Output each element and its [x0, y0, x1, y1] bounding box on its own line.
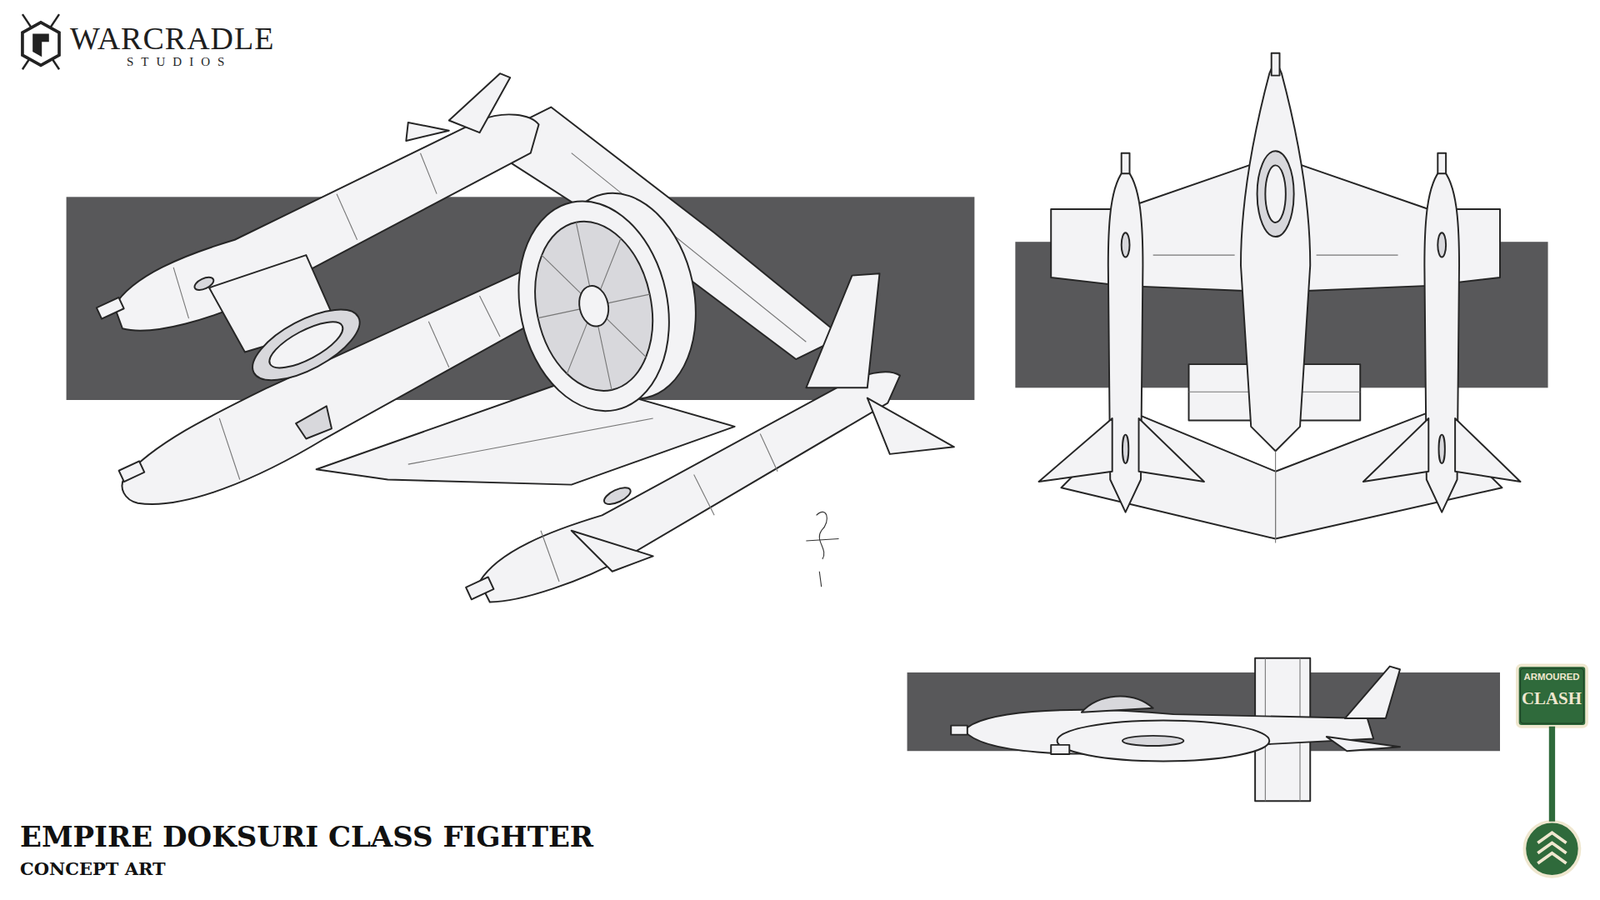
studio-wordmark: WARCRADLE — [70, 20, 275, 57]
figure-title-slot: EMPIRE DOKSURI CLASS FIGHTER — [20, 820, 594, 854]
fighter-side-view — [950, 658, 1400, 801]
studio-subword-slot: STUDIOS — [126, 55, 232, 70]
game-logo-word-slot: CLASH — [1518, 688, 1585, 710]
fighter-iso-view — [96, 73, 955, 602]
figure-subtitle-slot: CONCEPT ART — [20, 858, 166, 880]
fighter-top-view — [1039, 53, 1521, 544]
game-logo-word-slot: ARMOURED — [1518, 671, 1585, 682]
studio-wordmark-slot: WARCRADLE — [70, 20, 275, 57]
game-logo-word: CLASH — [1518, 688, 1585, 710]
figure-title: EMPIRE DOKSURI CLASS FIGHTER — [20, 820, 594, 854]
game-logo-word: ARMOURED — [1518, 671, 1585, 682]
game-logo-badge — [1517, 665, 1587, 876]
studio-emblem — [22, 14, 60, 70]
figure-subtitle: CONCEPT ART — [20, 858, 166, 880]
studio-subword: STUDIOS — [126, 55, 232, 70]
